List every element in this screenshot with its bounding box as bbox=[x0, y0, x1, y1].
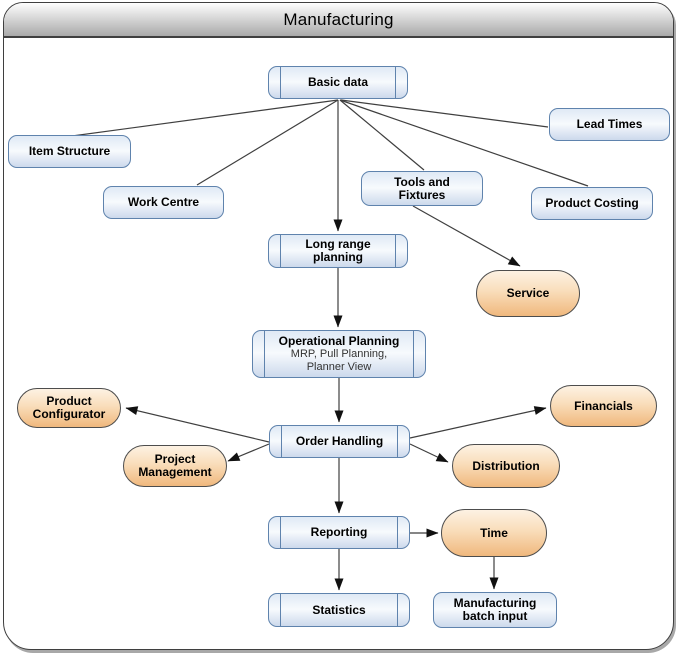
node-sublabel: MRP, Pull Planning, Planner View bbox=[290, 348, 388, 373]
edge-tools-and-fixtures-to-service bbox=[412, 205, 521, 267]
node-label: Operational Planning bbox=[278, 334, 400, 348]
node-order-handling: Order Handling bbox=[269, 425, 410, 458]
node-label: Work Centre bbox=[127, 195, 200, 209]
edge-basic-data-to-work-centre bbox=[196, 99, 339, 186]
node-time: Time bbox=[441, 509, 547, 557]
node-label: Statistics bbox=[312, 602, 366, 617]
edge-basic-data-to-product-costing bbox=[339, 99, 589, 187]
edge-basic-data-to-item-structure bbox=[71, 99, 339, 137]
node-label: Product Costing bbox=[545, 196, 639, 210]
edge-basic-data-to-tools-and-fixtures bbox=[339, 99, 425, 171]
node-label: Service bbox=[506, 286, 550, 300]
node-label: Basic data bbox=[307, 75, 369, 89]
diagram-title: Manufacturing bbox=[283, 9, 394, 29]
node-label: Manufacturing batch input bbox=[453, 596, 537, 623]
node-tools-and-fixtures: Tools and Fixtures bbox=[361, 171, 483, 206]
diagram-title-bar: Manufacturing bbox=[4, 3, 673, 38]
node-distribution: Distribution bbox=[452, 444, 560, 488]
node-product-costing: Product Costing bbox=[531, 187, 653, 220]
node-label: Reporting bbox=[310, 525, 368, 539]
node-lead-times: Lead Times bbox=[549, 108, 670, 141]
node-label: Order Handling bbox=[295, 434, 384, 448]
edge-order-handling-to-distribution bbox=[409, 443, 449, 463]
node-label: Item Structure bbox=[28, 144, 111, 158]
node-reporting: Reporting bbox=[268, 516, 410, 549]
node-project-management: Project Management bbox=[123, 445, 227, 487]
node-item-structure: Item Structure bbox=[8, 135, 131, 168]
node-product-configurator: Product Configurator bbox=[17, 388, 121, 428]
node-label: Time bbox=[480, 525, 508, 540]
node-label: Long range planning bbox=[305, 237, 371, 264]
edge-basic-data-to-lead-times bbox=[340, 99, 549, 128]
node-label: Project Management bbox=[138, 452, 212, 479]
node-manufacturing-batch-input: Manufacturing batch input bbox=[433, 592, 557, 628]
edge-order-handling-to-product-configurator bbox=[125, 406, 270, 443]
node-long-range-planning: Long range planning bbox=[268, 234, 408, 268]
node-label: Distribution bbox=[472, 458, 540, 473]
node-label: Lead Times bbox=[576, 117, 643, 131]
node-label: Product Configurator bbox=[32, 394, 106, 421]
node-label: Tools and Fixtures bbox=[394, 174, 450, 202]
node-statistics: Statistics bbox=[268, 593, 410, 627]
node-basic-data: Basic data bbox=[268, 66, 408, 99]
node-financials: Financials bbox=[550, 385, 657, 427]
edge-order-handling-to-project-management bbox=[227, 443, 270, 462]
node-work-centre: Work Centre bbox=[103, 186, 224, 219]
edge-order-handling-to-financials bbox=[409, 406, 547, 439]
node-label: Financials bbox=[574, 398, 633, 413]
node-service: Service bbox=[476, 270, 580, 317]
